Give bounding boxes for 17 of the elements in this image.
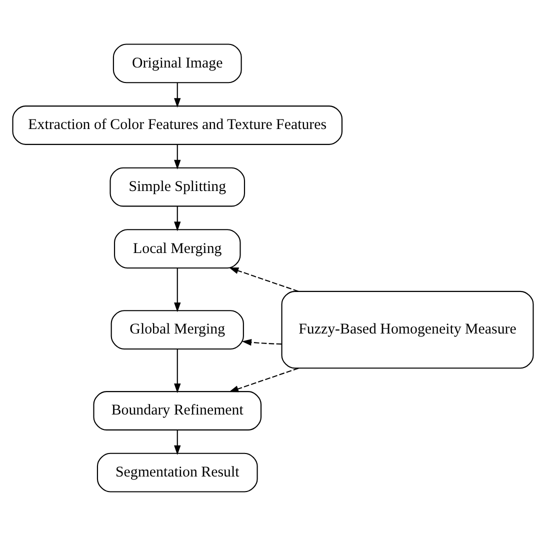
arrow bbox=[228, 266, 299, 292]
arrow bbox=[228, 367, 299, 392]
arrow bbox=[174, 144, 181, 169]
node-box: Simple Splitting bbox=[110, 166, 246, 206]
arrow bbox=[174, 268, 181, 312]
arrow bbox=[174, 206, 181, 231]
arrow bbox=[242, 338, 282, 346]
arrow bbox=[174, 430, 181, 454]
node-box: Segmentation Result bbox=[96, 452, 258, 492]
node-box: Local Merging bbox=[114, 228, 241, 268]
node-box: Original Image bbox=[112, 43, 242, 83]
node-box: Boundary Refinement bbox=[93, 390, 262, 430]
node-box: Fuzzy-Based Homogeneity Measure bbox=[281, 290, 534, 368]
node-box: Global Merging bbox=[110, 310, 244, 349]
arrow bbox=[174, 348, 181, 393]
arrow bbox=[174, 82, 181, 108]
node-box: Extraction of Color Features and Texture Features bbox=[12, 105, 343, 144]
